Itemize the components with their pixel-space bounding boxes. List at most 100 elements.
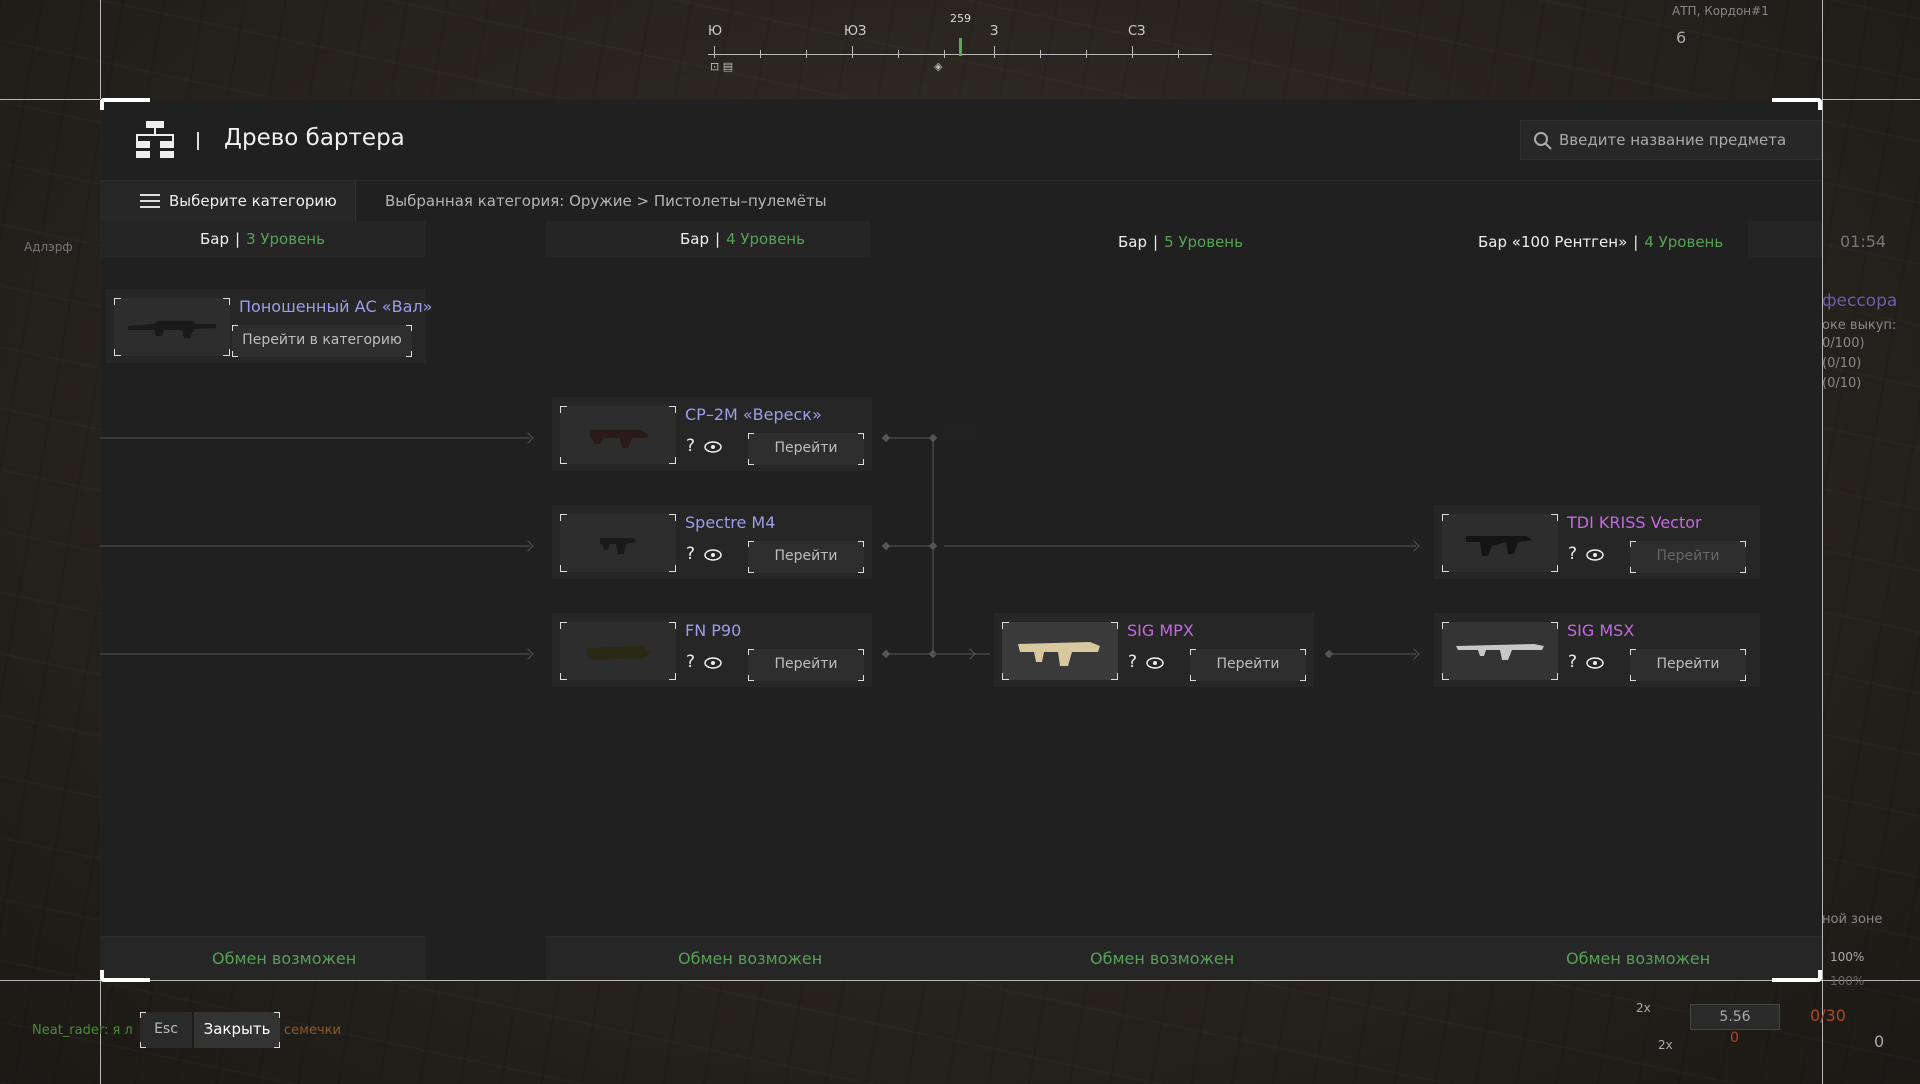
esc-key-hint: Esc (140, 1012, 192, 1048)
go-to-category-button[interactable]: Перейти в категорию (232, 325, 412, 357)
tree-connector (1328, 653, 1416, 655)
hud-multiplier: 2x (1636, 1001, 1651, 1015)
column-footer (1006, 936, 1456, 980)
eye-icon[interactable] (1586, 549, 1604, 561)
item-name: SIG MPX (1127, 621, 1194, 640)
help-icon[interactable]: ? (686, 544, 696, 564)
eye-icon[interactable] (704, 441, 722, 453)
item-thumbnail (114, 298, 230, 356)
go-button[interactable]: Перейти (748, 649, 864, 681)
hud-frame-line (1822, 0, 1823, 1084)
go-button[interactable]: Перейти (748, 541, 864, 573)
tree-connector (884, 545, 934, 547)
barter-tree-panel: Древо бартера Выберите категорию Выбранн… (100, 99, 1822, 980)
hud-armor: 100% (1830, 974, 1865, 988)
help-icon[interactable]: ? (686, 436, 696, 456)
item-name: FN P90 (685, 621, 742, 640)
barter-item-card[interactable]: FN P90 ? Перейти (552, 613, 872, 687)
rifle-icon (128, 321, 216, 338)
close-button[interactable]: Закрыть (194, 1012, 280, 1048)
arrow-icon (522, 540, 534, 552)
eye-icon[interactable] (704, 549, 722, 561)
exchange-status: Обмен возможен (678, 949, 823, 968)
barter-item-card[interactable]: СР–2М «Вереск» ? Перейти (552, 397, 872, 471)
column-header-bg (546, 221, 870, 257)
rifle-icon (1456, 644, 1544, 660)
hud-quest-line: 0/100) (1822, 336, 1865, 351)
smg-icon (1466, 536, 1532, 556)
select-category-button[interactable]: Выберите категорию (100, 181, 356, 221)
chat-line: Neat_rader: я л семечки (32, 1023, 341, 1038)
item-name: СР–2М «Вереск» (685, 405, 822, 424)
column-footer (100, 936, 426, 980)
help-icon[interactable]: ? (686, 652, 696, 672)
title-separator (197, 132, 199, 150)
tree-connector (884, 653, 934, 655)
compass-label: З (990, 24, 999, 39)
trader-level: 4 Уровень (726, 230, 805, 248)
ammo-caliber: 5.56 (1690, 1004, 1780, 1030)
panel-corner (1772, 98, 1822, 110)
arrow-icon (964, 648, 976, 660)
hud-time: 01:54 (1840, 232, 1887, 251)
item-name: TDI KRISS Vector (1567, 513, 1702, 532)
item-thumbnail (1442, 622, 1558, 680)
column-header-4: Бар «100 Рентген»|4 Уровень (1478, 233, 1724, 251)
barter-item-card[interactable]: SIG MSX ? Перейти (1434, 613, 1760, 687)
trader-level: 5 Уровень (1164, 233, 1243, 251)
eye-icon[interactable] (1586, 657, 1604, 669)
item-thumbnail (560, 622, 676, 680)
connector-node (1324, 649, 1334, 659)
go-button[interactable]: Перейти (1190, 649, 1306, 681)
arrow-icon (1408, 648, 1420, 660)
hud-quest-title: фессора (1822, 291, 1898, 311)
connector-node (928, 433, 938, 443)
ammo-reserve: 0 (1874, 1032, 1885, 1051)
search-icon (1534, 132, 1552, 150)
hud-location-number: 6 (1676, 28, 1687, 47)
hud-quest-line: (0/10) (1822, 376, 1862, 391)
search-input[interactable] (1559, 127, 1809, 153)
item-thumbnail (560, 514, 676, 572)
item-thumbnail (560, 406, 676, 464)
compass-label: Ю (708, 24, 723, 39)
smg-icon (590, 430, 648, 448)
go-button[interactable]: Перейти (1630, 541, 1746, 573)
hud-quest-line: оке выкуп: (1822, 318, 1897, 333)
eye-icon[interactable] (704, 657, 722, 669)
hud-location: АТП, Кордон#1 (1672, 4, 1769, 18)
barter-item-card[interactable]: Поношенный АС «Вал» Перейти в категорию (106, 289, 432, 363)
go-button[interactable]: Перейти (1630, 649, 1746, 681)
hud-quest-line: (0/10) (1822, 356, 1862, 371)
select-category-label: Выберите категорию (169, 192, 337, 210)
hud-health: 100% (1830, 950, 1865, 964)
item-thumbnail (1442, 514, 1558, 572)
category-bar: Выберите категорию Выбранная категория: … (100, 181, 1822, 221)
compass: 259 Ю ЮЗ З СЗ ⊡ ▤ ◈ (708, 10, 1212, 75)
help-icon[interactable]: ? (1568, 544, 1578, 564)
hud-frame-line (0, 980, 1920, 981)
column-header-bg (100, 221, 426, 257)
column-header-3: Бар|5 Уровень (1118, 233, 1243, 251)
connector-node (881, 541, 891, 551)
connector-node (881, 649, 891, 659)
trader-name: Бар (1118, 233, 1148, 251)
eye-icon[interactable] (1146, 657, 1164, 669)
barter-item-card[interactable]: SIG MPX ? Перейти (994, 613, 1314, 687)
compass-label: СЗ (1128, 24, 1146, 39)
help-icon[interactable]: ? (1128, 652, 1138, 672)
go-button[interactable]: Перейти (748, 433, 864, 465)
smg-icon (600, 538, 636, 554)
search-box[interactable] (1520, 120, 1822, 160)
arrow-icon (1408, 540, 1420, 552)
help-icon[interactable]: ? (1568, 652, 1578, 672)
barter-item-card[interactable]: Spectre M4 ? Перейти (552, 505, 872, 579)
compass-label: ЮЗ (844, 24, 867, 39)
ammo-count: 0/30 (1810, 1006, 1846, 1025)
barter-item-card[interactable]: TDI KRISS Vector ? Перейти (1434, 505, 1760, 579)
menu-icon (140, 194, 160, 208)
chat-message: я л (112, 1023, 133, 1038)
exchange-status: Обмен возможен (1090, 949, 1235, 968)
hud-zone: ной зоне (1822, 912, 1883, 927)
chat-message: семечки (284, 1023, 341, 1038)
